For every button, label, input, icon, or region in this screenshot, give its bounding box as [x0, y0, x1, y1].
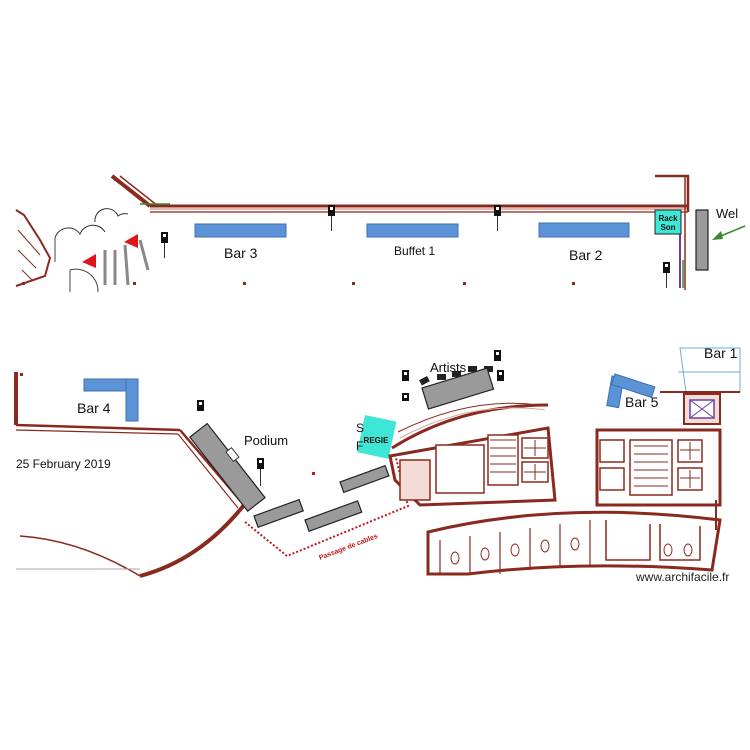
stage-riser	[304, 500, 363, 533]
rack-son: Rack Son	[654, 209, 682, 235]
bar-5	[606, 373, 656, 409]
regie-label: REGIE	[364, 436, 390, 445]
watermark: www.archifacile.fr	[635, 570, 729, 584]
artists-stage	[421, 367, 495, 410]
stage-riser	[339, 464, 390, 494]
rack-label-line1: Rack	[658, 214, 678, 223]
speaker-icon	[663, 262, 670, 288]
label-welcome-partial: Wel	[716, 206, 738, 221]
speaker-icon	[494, 205, 501, 231]
cable-path-label: Passage de cables	[318, 533, 379, 562]
label-bar-5: Bar 5	[625, 394, 659, 410]
label-bar-2: Bar 2	[569, 247, 603, 263]
speaker-icon	[161, 232, 168, 258]
pillar-markers	[22, 282, 575, 285]
speaker-icon	[497, 370, 504, 381]
label-bar-3: Bar 3	[224, 245, 258, 261]
buffet-1	[366, 223, 459, 238]
label-buffet-1: Buffet 1	[394, 244, 435, 258]
label-stage-partial: S	[356, 421, 364, 435]
speaker-icon	[257, 458, 264, 486]
stage-riser	[253, 498, 304, 529]
speaker-icon	[402, 370, 409, 381]
welcome-table	[695, 209, 709, 271]
door-marker	[124, 234, 138, 248]
regie: REGIE	[357, 415, 397, 459]
top-section: Bar 3 Buffet 1 Bar 2 Wel Rack Son	[15, 174, 746, 293]
pillar-marker	[312, 472, 315, 475]
door-marker	[82, 254, 96, 268]
pillar-markers	[20, 373, 23, 376]
label-podium: Podium	[244, 433, 288, 448]
building-block-right	[595, 347, 741, 507]
building-block-lower	[426, 500, 722, 576]
speaker-icon	[402, 393, 409, 401]
label-artists: Artists	[430, 360, 467, 375]
date-label: 25 February 2019	[16, 457, 111, 471]
podium	[189, 422, 266, 513]
rack-label-line2: Son	[660, 223, 675, 232]
bar-3	[194, 223, 287, 238]
entrance-area	[15, 208, 150, 293]
speaker-icon	[494, 350, 501, 361]
label-stage-partial-2: F	[356, 439, 363, 453]
building-block-center	[388, 402, 557, 507]
speaker-icon	[197, 400, 204, 411]
label-bar-1: Bar 1	[704, 345, 738, 361]
bar-4	[83, 378, 139, 422]
speaker-icon	[328, 205, 335, 231]
bar-2	[538, 222, 630, 238]
label-bar-4: Bar 4	[77, 400, 111, 416]
monitor-icons	[419, 366, 493, 386]
bottom-section: Bar 4 25 February 2019 Podium	[14, 345, 741, 584]
arrow-icon	[712, 225, 746, 240]
